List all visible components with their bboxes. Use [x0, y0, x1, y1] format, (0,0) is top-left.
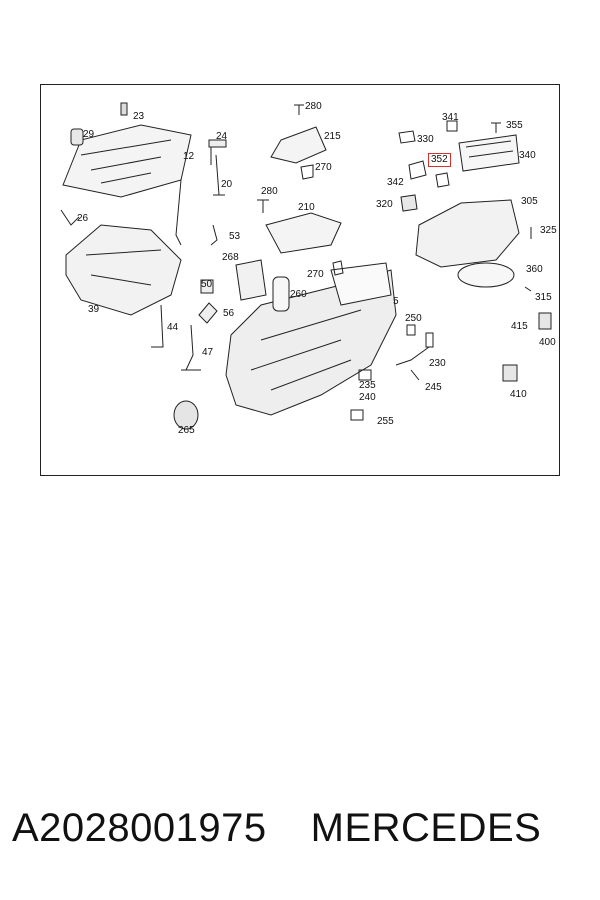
part-label-245: 245: [425, 382, 442, 393]
part-23-sensor: [120, 102, 128, 116]
part-label-280-top: 280: [305, 101, 322, 112]
part-355-screw: [491, 122, 501, 133]
part-label-270-top: 270: [315, 162, 332, 173]
part-label-360: 360: [526, 264, 543, 275]
part-255-clip: [350, 409, 364, 421]
part-label-26: 26: [77, 213, 89, 224]
exploded-parts-diagram: 23 29 24 12 20 26 53 39 50 44 56 47 265 …: [40, 84, 560, 476]
part-label-240: 240: [359, 392, 376, 403]
part-label-20: 20: [221, 179, 233, 190]
lower-left-housing: [65, 224, 182, 316]
part-352-clip: [435, 172, 450, 188]
part-caption: A2028001975 MERCEDES: [12, 806, 592, 851]
part-215-duct: [270, 126, 327, 164]
part-label-210: 210: [298, 202, 315, 213]
part-400-module: [538, 312, 552, 330]
part-label-320: 320: [376, 199, 393, 210]
part-360-fan: [457, 262, 515, 288]
part-label-410: 410: [510, 389, 527, 400]
part-12-line: [175, 179, 182, 246]
part-label-305: 305: [521, 196, 538, 207]
part-315-screw: [524, 286, 532, 292]
part-24-connector: [208, 139, 227, 165]
part-235-connector: [358, 369, 372, 381]
part-44-rod: [151, 304, 164, 348]
part-340-filter-frame: [458, 134, 520, 172]
part-label-53: 53: [229, 231, 241, 242]
part-label-29: 29: [83, 129, 95, 140]
part-260-seal: [272, 276, 290, 312]
part-label-325: 325: [540, 225, 557, 236]
part-label-12: 12: [183, 151, 195, 162]
part-20-rod: [213, 154, 225, 196]
part-label-265: 265: [178, 425, 195, 436]
main-hvac-unit: [225, 269, 397, 416]
part-245-connector: [410, 369, 420, 381]
part-50-clip: [200, 279, 214, 294]
part-label-270-mid: 270: [307, 269, 324, 280]
part-29-clip: [70, 128, 84, 146]
part-label-415: 415: [511, 321, 528, 332]
parts-drawing: [60, 102, 552, 430]
part-265-actuator: [173, 400, 199, 430]
part-label-235: 235: [359, 380, 376, 391]
part-label-340: 340: [519, 150, 536, 161]
part-label-215: 215: [324, 131, 341, 142]
part-label-355: 355: [506, 120, 523, 131]
part-280-screw-mid: [257, 199, 269, 213]
part-230-sensor: [395, 332, 434, 366]
part-47-cable: [181, 324, 201, 371]
part-270-clip-top: [300, 164, 314, 180]
part-320-block: [400, 194, 418, 212]
part-label-44: 44: [167, 322, 179, 333]
part-label-315: 315: [535, 292, 552, 303]
part-label-260: 260: [290, 289, 307, 300]
part-label-47: 47: [202, 347, 214, 358]
part-5-flap: [330, 262, 392, 306]
part-label-24: 24: [216, 131, 228, 142]
part-342-bracket: [408, 160, 427, 180]
brand-name: MERCEDES: [310, 806, 542, 850]
part-label-330: 330: [417, 134, 434, 145]
part-280-screw-top: [294, 104, 304, 115]
part-305-blower-housing: [415, 199, 520, 268]
part-label-352-highlighted: 352: [428, 153, 451, 167]
upper-housing-part: [62, 124, 192, 198]
part-label-342: 342: [387, 177, 404, 188]
part-label-5: 5: [393, 296, 399, 307]
part-label-341: 341: [442, 112, 459, 123]
part-56-probe: [198, 302, 218, 324]
part-53-bolt: [210, 224, 218, 246]
part-label-230: 230: [429, 358, 446, 369]
part-label-56: 56: [223, 308, 235, 319]
part-341-bracket: [446, 120, 458, 132]
part-label-280-mid: 280: [261, 186, 278, 197]
part-label-255: 255: [377, 416, 394, 427]
part-268-duct: [235, 259, 267, 301]
part-26-bracket: [60, 209, 80, 226]
part-label-39: 39: [88, 304, 100, 315]
part-label-50: 50: [201, 279, 213, 290]
part-270-clip-mid: [332, 260, 344, 276]
part-label-250: 250: [405, 313, 422, 324]
part-label-268: 268: [222, 252, 239, 263]
part-330-bracket: [398, 130, 416, 144]
part-label-23: 23: [133, 111, 145, 122]
part-410-resistor: [502, 364, 518, 382]
part-250-plug: [406, 324, 416, 336]
part-label-400: 400: [539, 337, 556, 348]
part-number: A2028001975: [12, 806, 267, 850]
part-210-duct: [265, 212, 342, 254]
